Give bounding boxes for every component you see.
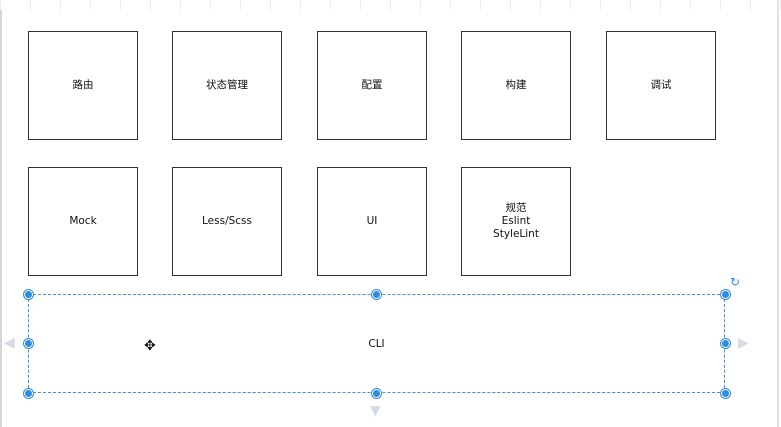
node-label: UI <box>366 215 378 227</box>
resize-handle-n[interactable] <box>372 290 381 299</box>
node-ui[interactable]: UI <box>317 167 427 276</box>
node-state-management[interactable]: 状态管理 <box>172 31 282 140</box>
node-label: 状态管理 <box>206 79 248 91</box>
connect-arrow-left-icon[interactable]: ◀ <box>4 335 15 351</box>
node-cli[interactable]: CLI <box>28 294 725 393</box>
node-config[interactable]: 配置 <box>317 31 427 140</box>
node-label: Less/Scss <box>202 215 252 227</box>
resize-handle-e[interactable] <box>721 339 730 348</box>
node-label: 路由 <box>72 79 94 91</box>
resize-handle-se[interactable] <box>721 389 730 398</box>
connect-arrow-down-icon[interactable]: ▼ <box>370 403 381 419</box>
node-debug[interactable]: 调试 <box>606 31 716 140</box>
resize-handle-nw[interactable] <box>24 290 33 299</box>
resize-handle-s[interactable] <box>372 389 381 398</box>
node-lint[interactable]: 规范 Eslint StyleLint <box>461 167 571 276</box>
node-label: 配置 <box>361 79 383 91</box>
node-build[interactable]: 构建 <box>461 31 571 140</box>
connect-arrow-right-icon[interactable]: ▶ <box>738 335 749 351</box>
node-label-lines: 规范 Eslint StyleLint <box>493 202 539 241</box>
canvas-left-edge <box>0 10 2 427</box>
move-cursor-icon: ✥ <box>144 338 156 354</box>
resize-handle-w[interactable] <box>24 339 33 348</box>
rotate-icon[interactable]: ↻ <box>730 275 741 289</box>
node-less-scss[interactable]: Less/Scss <box>172 167 282 276</box>
resize-handle-sw[interactable] <box>24 389 33 398</box>
node-label: Mock <box>69 215 97 227</box>
node-label-line: 规范 <box>505 202 527 214</box>
node-routing[interactable]: 路由 <box>28 31 138 140</box>
node-label: CLI <box>368 337 385 350</box>
node-label-line: StyleLint <box>493 228 539 240</box>
resize-handle-ne[interactable] <box>721 290 730 299</box>
node-label: 构建 <box>505 79 527 91</box>
node-mock[interactable]: Mock <box>28 167 138 276</box>
ruler-grid <box>0 0 781 10</box>
node-label: 调试 <box>650 79 672 91</box>
canvas-right-edge <box>777 0 779 427</box>
node-label-line: Eslint <box>501 215 531 227</box>
